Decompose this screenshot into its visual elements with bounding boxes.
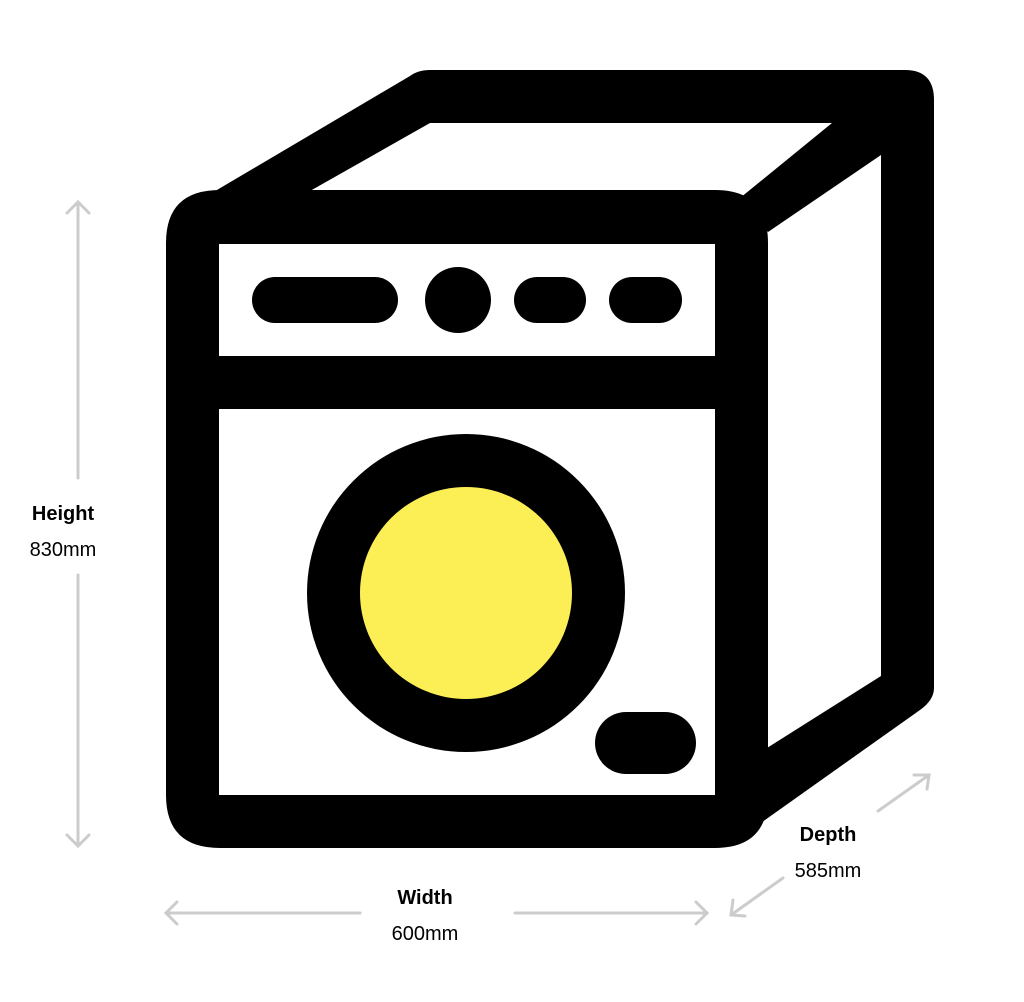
program-display (252, 277, 398, 323)
height-dimension-arrow (65, 199, 91, 849)
width-dimension-arrow (163, 900, 710, 926)
machine-front (166, 190, 768, 848)
height-title: Height (31, 503, 95, 525)
depth-dimension-arrow (729, 773, 931, 918)
drawer-handle (595, 712, 696, 774)
width-label: Width 600mm (355, 886, 495, 946)
control-button-1 (514, 277, 586, 323)
width-value: 600mm (391, 923, 459, 945)
width-title: Width (397, 887, 453, 909)
machine-body-3d-frame (200, 70, 934, 832)
depth-label: Depth 585mm (758, 823, 898, 883)
depth-title: Depth (799, 824, 857, 846)
height-label: Height 830mm (0, 502, 133, 562)
control-dial (425, 267, 491, 333)
control-button-2 (609, 277, 682, 323)
top-and-side-frame (200, 70, 934, 832)
height-value: 830mm (29, 539, 97, 561)
door-glass (360, 487, 572, 699)
depth-value: 585mm (794, 860, 862, 882)
